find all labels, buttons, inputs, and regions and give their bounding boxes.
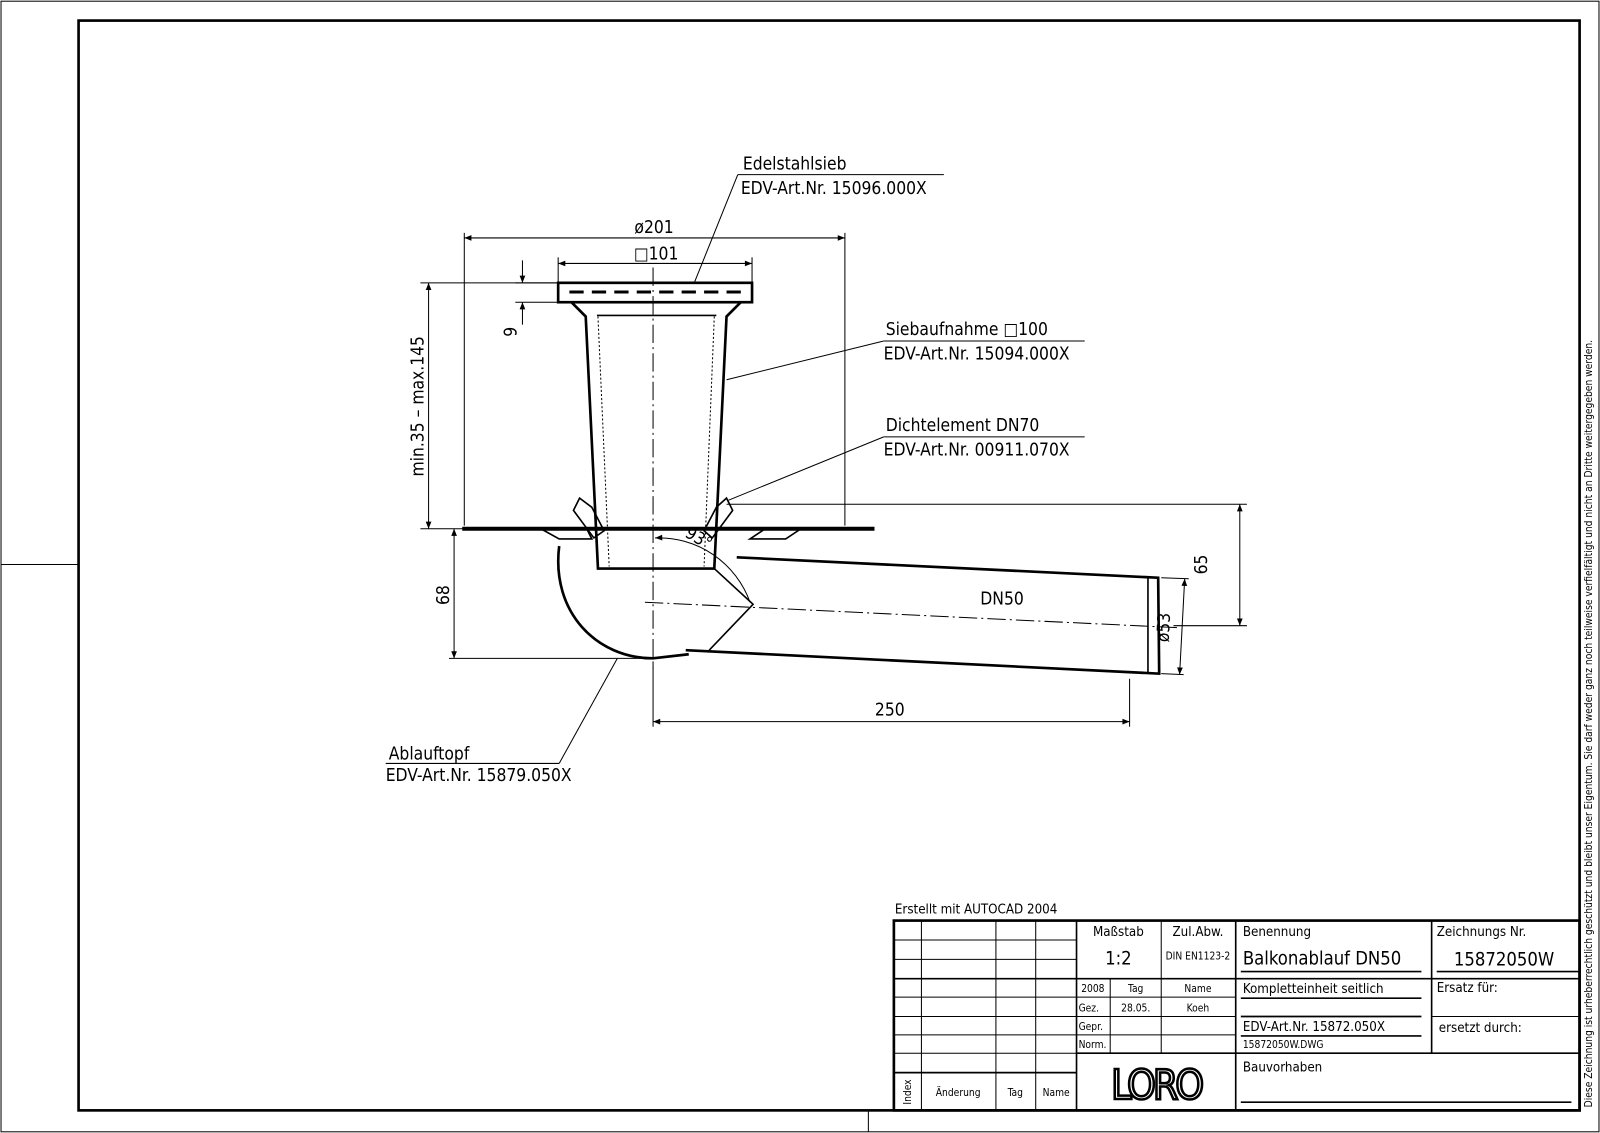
rev-header-day: Tag — [1007, 1088, 1023, 1099]
dim-diameter-53: ø53 — [1154, 612, 1176, 642]
callout-dichtelement: Dichtelement DN70 EDV-Art.Nr. 00911.070X — [728, 416, 1085, 501]
dim-9: 9 — [501, 327, 521, 337]
scale-value: 1:2 — [1105, 948, 1132, 969]
callout-edelstahlsieb: Edelstahlsieb EDV-Art.Nr. 15096.000X — [693, 155, 944, 285]
copyright-note: Diese Zeichnung ist urheberrechtlich ges… — [1584, 340, 1595, 1107]
part-article-number: EDV-Art.Nr. 15094.000X — [884, 344, 1070, 364]
part-article-number: EDV-Art.Nr. 00911.070X — [884, 440, 1070, 460]
sealing-element — [572, 496, 734, 540]
created-with-note: Erstellt mit AUTOCAD 2004 — [895, 902, 1057, 917]
part-name: Dichtelement DN70 — [886, 416, 1040, 436]
replaces-label: Ersatz für: — [1437, 981, 1498, 996]
file-name: 15872050W.DWG — [1243, 1040, 1324, 1051]
title-block: Erstellt mit AUTOCAD 2004 Index Änderung — [892, 902, 1581, 1112]
designation-label: Benennung — [1243, 925, 1311, 940]
drawn-name: Koeh — [1187, 1003, 1210, 1014]
dimensions: ø201 □101 9 min.35 – max.145 68 65 ø53 2… — [408, 218, 1247, 727]
part-article-number: EDV-Art.Nr. 15879.050X — [386, 766, 572, 786]
designation: Balkonablauf DN50 — [1243, 948, 1401, 969]
dim-250: 250 — [875, 700, 905, 720]
scale-label: Maßstab — [1093, 925, 1144, 940]
dim-diameter-201: ø201 — [634, 218, 673, 238]
drain-pot — [556, 545, 689, 660]
company-logo: LORO — [1111, 1061, 1202, 1109]
grate-holder — [570, 301, 742, 570]
dim-68: 68 — [434, 585, 454, 605]
pipe-label-dn50: DN50 — [980, 589, 1024, 609]
dim-square-101: □101 — [634, 244, 678, 264]
article-number: EDV-Art.Nr. 15872.050X — [1243, 1020, 1385, 1035]
subtitle: Kompletteinheit seitlich — [1243, 982, 1384, 997]
drain-assembly — [462, 267, 1179, 676]
outlet-pipe — [685, 555, 1161, 676]
part-name: Siebaufnahme □100 — [886, 320, 1048, 340]
tolerance-value: DIN EN1123-2 — [1166, 951, 1231, 962]
drawn-date: 28.05. — [1121, 1003, 1150, 1014]
callout-ablauftopf: Ablauftopf EDV-Art.Nr. 15879.050X — [385, 658, 618, 786]
checked-label: Gepr. — [1079, 1022, 1103, 1033]
rev-header-name: Name — [1043, 1088, 1070, 1099]
drawing-number: 15872050W — [1454, 949, 1554, 970]
drawing-no-label: Zeichnungs Nr. — [1437, 925, 1527, 940]
tolerance-label: Zul.Abw. — [1173, 925, 1224, 940]
rev-header-change: Änderung — [936, 1086, 981, 1099]
outlet-centerline — [644, 601, 1179, 629]
name-label: Name — [1184, 984, 1211, 995]
project-label: Bauvorhaben — [1243, 1061, 1322, 1076]
replaced-by-label: ersetzt durch: — [1439, 1021, 1522, 1036]
callout-siebaufnahme: Siebaufnahme □100 EDV-Art.Nr. 15094.000X — [726, 320, 1085, 381]
part-name: Edelstahlsieb — [743, 155, 847, 175]
dim-65: 65 — [1192, 555, 1212, 575]
part-name: Ablauftopf — [389, 744, 470, 764]
rev-header-index: Index — [903, 1079, 914, 1105]
dim-height-range: min.35 – max.145 — [408, 336, 428, 477]
day-label: Tag — [1127, 984, 1143, 995]
stainless-grate — [556, 281, 754, 304]
norm-label: Norm. — [1079, 1040, 1107, 1051]
year: 2008 — [1081, 984, 1104, 995]
flange — [462, 526, 875, 540]
part-article-number: EDV-Art.Nr. 15096.000X — [741, 179, 927, 199]
drawn-label: Gez. — [1079, 1003, 1099, 1014]
